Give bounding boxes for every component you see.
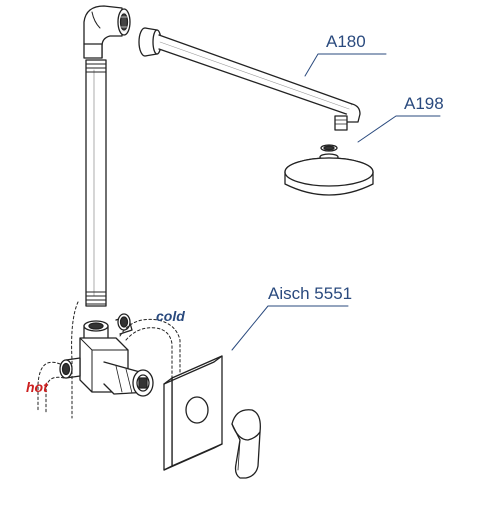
cover-plate [163, 355, 223, 471]
label-cold: cold [156, 308, 185, 324]
label-mixer: Aisch 5551 [268, 284, 353, 303]
elbow-connector [83, 5, 131, 59]
leader-lines [231, 53, 441, 351]
label-head: A198 [404, 94, 444, 113]
supply-lines [37, 301, 181, 419]
leader-mixer [231, 305, 349, 351]
shower-head [284, 144, 374, 196]
leader-head [357, 115, 441, 143]
leader-arm [304, 53, 387, 77]
label-arm: A180 [326, 32, 366, 51]
label-hot: hot [26, 379, 48, 395]
riser-pipe [85, 59, 107, 307]
mixer-body [59, 313, 154, 397]
shower-arm [138, 27, 361, 131]
lever-handle [231, 409, 261, 479]
